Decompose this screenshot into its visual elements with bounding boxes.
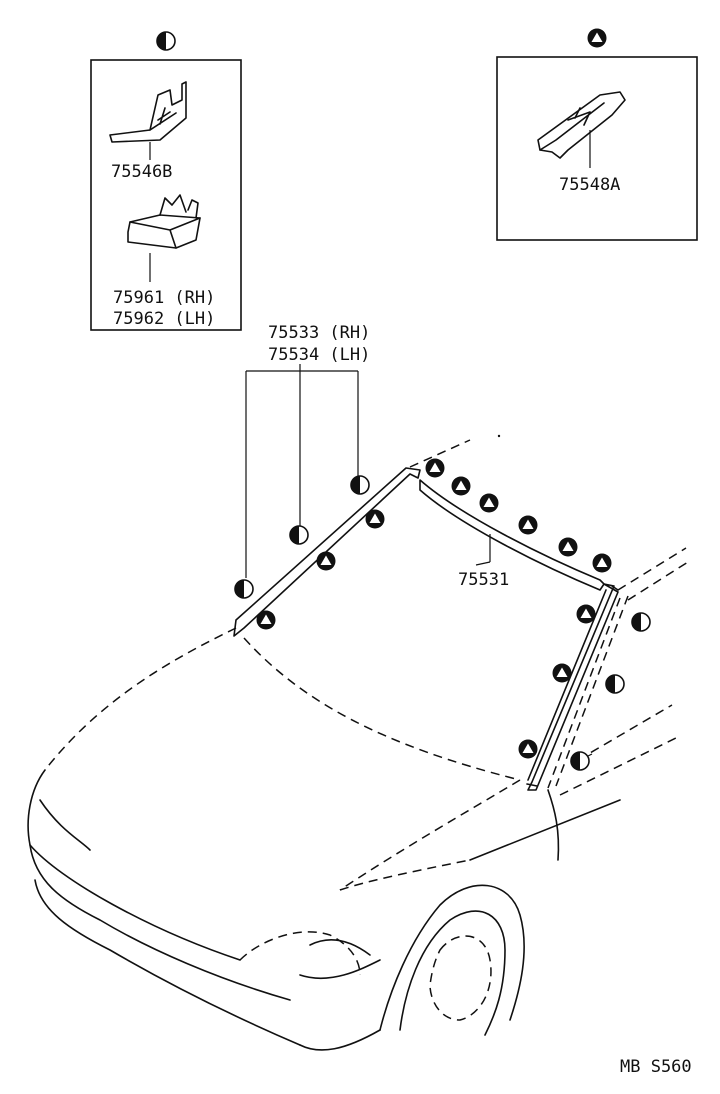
triangle-icon (552, 663, 572, 683)
triangle-icon (592, 553, 612, 573)
label-75534: 75534 (LH) (268, 345, 370, 365)
leader-bracket-75533 (245, 364, 359, 578)
half-circle-icon (605, 674, 625, 694)
triangle-icon (425, 458, 445, 478)
half-circle-icon (289, 525, 309, 545)
clip-75546b-drawing (109, 81, 187, 160)
triangle-icon (316, 551, 336, 571)
triangle-icon (518, 739, 538, 759)
triangle-icon (558, 537, 578, 557)
half-circle-icon (350, 475, 370, 495)
triangle-icon (518, 515, 538, 535)
half-circle-icon (631, 612, 651, 632)
label-75548a: 75548A (559, 175, 620, 195)
triangle-icon (576, 604, 596, 624)
fastener-markers (234, 458, 651, 771)
clip-inset-box-left (90, 59, 242, 331)
label-75546b: 75546B (111, 162, 172, 182)
label-75962: 75962 (LH) (113, 309, 215, 329)
clip-75961-drawing (127, 194, 201, 282)
label-75533: 75533 (RH) (268, 323, 370, 343)
car-body-drawing (27, 434, 689, 1051)
clip-inset-box-right (496, 56, 698, 241)
label-75531: 75531 (458, 570, 509, 590)
triangle-icon (587, 28, 607, 48)
triangle-icon (479, 493, 499, 513)
half-circle-icon (156, 31, 176, 51)
label-75961: 75961 (RH) (113, 288, 215, 308)
triangle-icon (451, 476, 471, 496)
half-circle-icon (234, 579, 254, 599)
half-circle-icon (570, 751, 590, 771)
triangle-icon (256, 610, 276, 630)
triangle-icon (365, 509, 385, 529)
clip-75548a-drawing (537, 91, 626, 168)
diagram-code: MB S560 (620, 1057, 692, 1077)
